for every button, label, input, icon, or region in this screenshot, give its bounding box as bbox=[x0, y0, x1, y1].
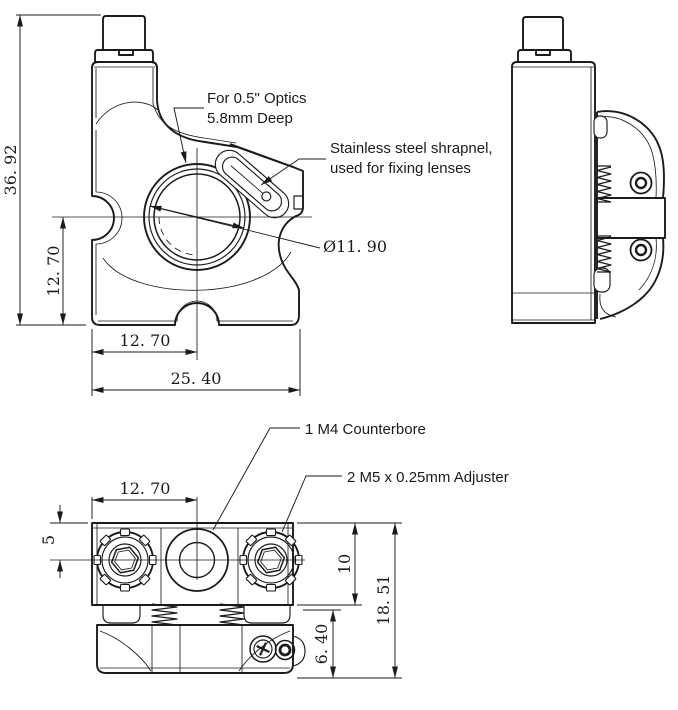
leader-optics bbox=[173, 107, 204, 164]
clip-inner-line bbox=[230, 165, 263, 194]
clip-end-hole bbox=[261, 191, 272, 202]
dim-text-bottom-center-width: 12. 70 bbox=[120, 479, 171, 498]
dim-bottom-center-width bbox=[91, 497, 197, 519]
side-screw-top bbox=[629, 171, 653, 195]
leader-counterbore bbox=[212, 427, 300, 531]
dim-text-total-thickness: 18. 51 bbox=[374, 575, 393, 626]
top-sweep-inner bbox=[152, 103, 237, 144]
post-inner-lines bbox=[95, 68, 154, 118]
side-body-inner-lines bbox=[512, 66, 595, 321]
hex-socket bbox=[256, 546, 286, 574]
phillips-screw bbox=[249, 635, 277, 663]
drawing-text: For 0.5" Optics 5.8mm Deep Stainless ste… bbox=[1, 90, 509, 664]
dim-adjuster-offset bbox=[50, 505, 88, 578]
slot-top-edge bbox=[229, 143, 294, 168]
optics-note-line1: For 0.5" Optics bbox=[207, 90, 307, 107]
dim-text-center-to-left: 12. 70 bbox=[120, 331, 171, 350]
boss-dome-arc bbox=[95, 101, 159, 125]
front-view bbox=[52, 15, 321, 360]
side-spring-top bbox=[596, 165, 612, 203]
dim-base-thickness bbox=[303, 609, 341, 678]
thread-dash-arc bbox=[158, 216, 198, 256]
adjuster-note: 2 M5 x 0.25mm Adjuster bbox=[347, 469, 509, 486]
optics-note-line2: 5.8mm Deep bbox=[207, 110, 293, 127]
side-screw-bottom bbox=[629, 238, 653, 262]
dim-block-thickness bbox=[297, 522, 402, 606]
dim-center-to-left bbox=[91, 329, 301, 396]
dim-overall-height bbox=[16, 14, 101, 326]
side-body bbox=[511, 61, 596, 324]
bottom-view bbox=[50, 497, 306, 674]
dim-total-thickness bbox=[297, 523, 402, 679]
backplate-upper-lobe bbox=[596, 110, 665, 199]
side-view bbox=[511, 16, 666, 324]
lower-plate-inner-lines bbox=[100, 625, 290, 673]
dim-text-center-to-bottom: 12. 70 bbox=[44, 246, 63, 297]
ear-notch bbox=[293, 195, 303, 210]
dim-text-adjuster-offset: 5 bbox=[39, 535, 58, 545]
bottom-spring-right bbox=[219, 603, 245, 626]
dim-text-bore-diameter: Ø11. 90 bbox=[323, 237, 387, 256]
lower-lobe-inner bbox=[638, 237, 657, 291]
bottom-body bbox=[91, 522, 294, 606]
counterbore-note: 1 M4 Counterbore bbox=[305, 421, 426, 438]
hex-socket bbox=[110, 546, 140, 574]
lower-plate-ear bbox=[292, 635, 306, 667]
bottom-spring-left bbox=[151, 603, 178, 626]
bottom-tab-curve bbox=[599, 293, 617, 318]
lower-plate bbox=[96, 624, 294, 674]
lower-plate-chamfer-right bbox=[238, 630, 291, 672]
hex-socket-inner bbox=[114, 549, 136, 571]
backplate-band bbox=[596, 197, 666, 239]
dim-text-overall-width: 25. 40 bbox=[171, 369, 222, 388]
set-screw bbox=[274, 639, 296, 661]
knob-top bbox=[102, 15, 146, 51]
shrapnel-note-line1: Stainless steel shrapnel, bbox=[330, 140, 493, 157]
shrapnel-note-line2: used for fixing lenses bbox=[330, 160, 471, 177]
side-knob-flange bbox=[517, 49, 572, 63]
dim-text-overall-height: 36. 92 bbox=[1, 145, 20, 196]
hinge-tab-bottom bbox=[593, 267, 611, 293]
backplate-lower-lobe bbox=[599, 237, 665, 320]
upper-lobe-inner bbox=[599, 116, 657, 199]
hex-socket-inner bbox=[260, 549, 282, 571]
side-knob-top bbox=[522, 16, 564, 51]
lens-slot-group bbox=[214, 149, 290, 219]
nub-right bbox=[243, 605, 291, 624]
diameter-arrow2 bbox=[149, 205, 245, 229]
dim-text-base-thickness: 6. 40 bbox=[312, 624, 331, 665]
side-spring-bottom bbox=[596, 235, 612, 273]
leader-adjuster bbox=[281, 475, 342, 533]
nub-left bbox=[102, 605, 141, 624]
lower-plate-chamfer-left bbox=[99, 630, 152, 672]
leader-shrapnel bbox=[260, 158, 326, 186]
dimension-lines bbox=[16, 14, 402, 679]
left-inner-line bbox=[95, 130, 123, 315]
mount-plate-outline bbox=[91, 61, 304, 326]
bottom-inner-line bbox=[98, 300, 293, 322]
knob-flange bbox=[94, 49, 154, 63]
dim-text-block-thickness: 10 bbox=[335, 554, 354, 574]
hinge-tab-top bbox=[593, 115, 608, 139]
